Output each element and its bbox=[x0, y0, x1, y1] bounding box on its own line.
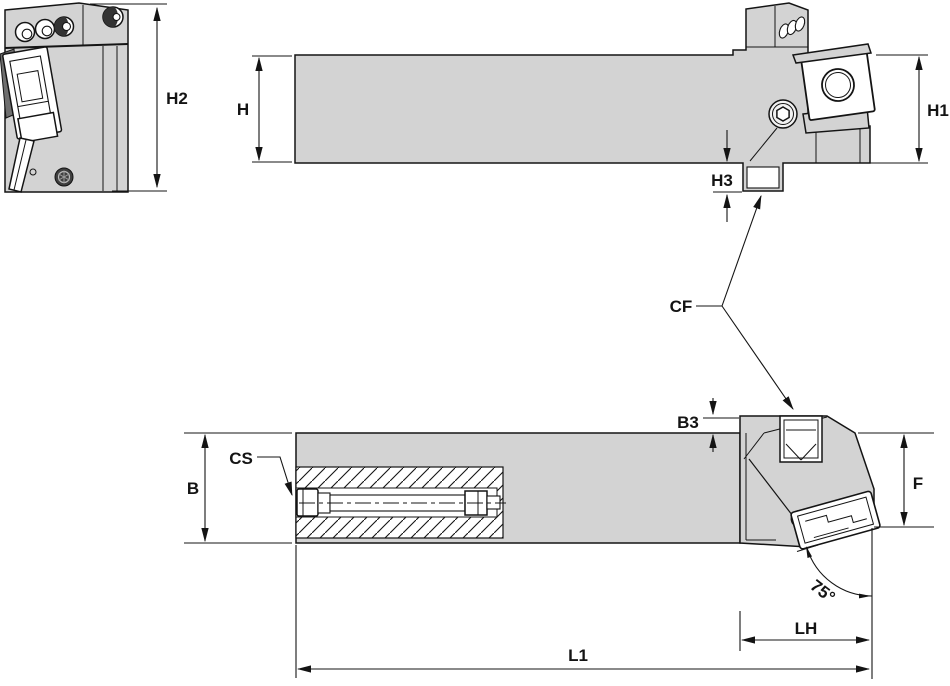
head-screw-slot bbox=[779, 415, 823, 463]
insert-cartridge-side bbox=[791, 43, 876, 163]
insert-clamp-assembly bbox=[0, 46, 63, 193]
dimension-label-h1: H1 bbox=[927, 101, 949, 120]
clamp-arm bbox=[8, 137, 35, 193]
plan-view: CS B B3 F 75° bbox=[184, 398, 934, 679]
dimension-lh: LH bbox=[739, 611, 871, 651]
end-view-band-edge bbox=[4, 43, 129, 49]
insert-clamp-top bbox=[791, 43, 872, 64]
clamp-screw-icon bbox=[14, 16, 75, 43]
hex-socket-screw-icon bbox=[768, 99, 798, 129]
dimension-label-h2: H2 bbox=[166, 89, 188, 108]
dimension-h1: H1 bbox=[870, 54, 949, 164]
dimension-label-lh: LH bbox=[795, 619, 818, 638]
pin-hole bbox=[29, 168, 37, 176]
dimension-label-cf: CF bbox=[670, 297, 693, 316]
head-screws-icon bbox=[778, 16, 806, 39]
dimension-l1: L1 bbox=[295, 545, 871, 678]
dimension-h3: H3 bbox=[711, 130, 742, 222]
screw-shadow-crescent bbox=[54, 17, 69, 36]
top-corner-screw-icon bbox=[102, 6, 124, 28]
coolant-screw-section bbox=[295, 466, 506, 539]
dimension-label-h: H bbox=[237, 100, 249, 119]
clamp-front-tab bbox=[746, 166, 780, 189]
dimension-f: F bbox=[858, 432, 934, 528]
end-view: H2 bbox=[0, 2, 188, 193]
callout-cs: CS bbox=[229, 449, 293, 497]
dimension-label-angle: 75° bbox=[807, 576, 839, 607]
dimension-lead-angle: 75° bbox=[796, 528, 873, 679]
dimension-label-l1: L1 bbox=[568, 646, 588, 665]
side-view: H H1 H3 CF bbox=[237, 2, 949, 410]
dimension-b3: B3 bbox=[677, 398, 739, 452]
dimension-label-cs: CS bbox=[229, 449, 253, 468]
callout-cf: CF bbox=[670, 194, 794, 410]
dimension-label-b3: B3 bbox=[677, 413, 699, 432]
dimension-label-h3: H3 bbox=[711, 171, 733, 190]
insert-side bbox=[800, 49, 876, 121]
insert-plan bbox=[790, 490, 881, 550]
dimension-label-b: B bbox=[187, 479, 199, 498]
dimension-label-f: F bbox=[913, 474, 923, 493]
dimension-h: H bbox=[237, 55, 292, 163]
torx-screw-icon bbox=[54, 167, 74, 187]
dimension-b: B bbox=[184, 432, 292, 544]
dimension-h2: H2 bbox=[90, 3, 188, 192]
